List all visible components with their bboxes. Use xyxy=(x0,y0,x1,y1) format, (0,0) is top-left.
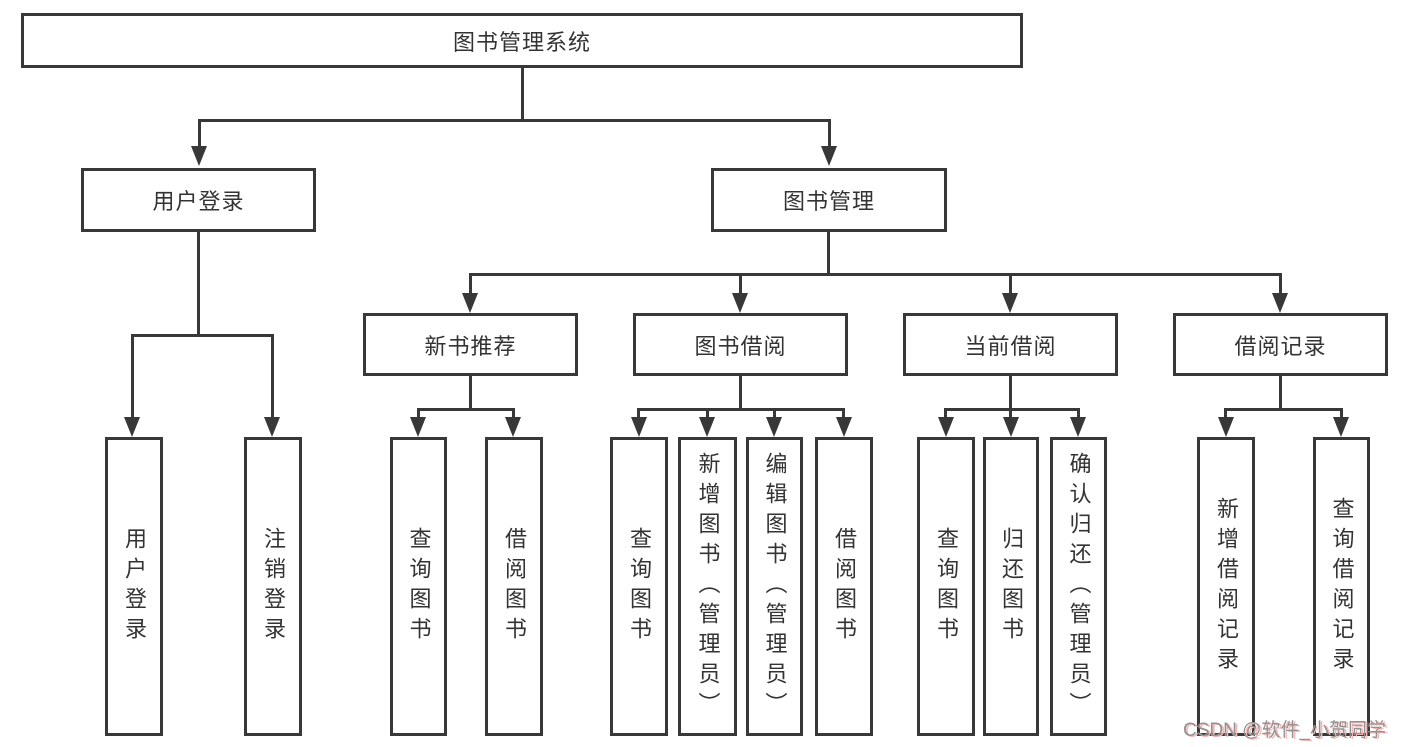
node-label-bb-borrow-books: 借阅图书 xyxy=(832,526,857,647)
connector-line xyxy=(417,408,514,411)
arrowhead-icon xyxy=(1333,417,1349,437)
arrowhead-icon xyxy=(821,146,837,166)
node-label-borrow-record: 借阅记录 xyxy=(1234,333,1327,359)
node-label-current-borrow: 当前借阅 xyxy=(964,333,1057,359)
node-label-book-borrow: 图书借阅 xyxy=(694,333,787,359)
node-box-borrow-record: 借阅记录 xyxy=(1173,313,1388,376)
connector-line xyxy=(773,408,776,419)
connector-line xyxy=(198,119,201,148)
connector-line xyxy=(417,408,420,419)
node-box-bb-add-books-admin: 新增图书（管理员） xyxy=(678,437,737,736)
arrowhead-icon xyxy=(938,417,954,437)
arrowhead-icon xyxy=(410,417,426,437)
connector-line xyxy=(197,232,200,334)
node-box-bb-query-books: 查询图书 xyxy=(610,437,668,736)
connector-line xyxy=(131,334,274,337)
connector-line xyxy=(521,68,524,119)
node-label-rec-query-books: 查询图书 xyxy=(406,526,432,647)
node-label-cb-confirm-return-admin: 确认归还（管理员） xyxy=(1066,451,1092,722)
node-box-rec-borrow-books: 借阅图书 xyxy=(485,437,543,736)
node-box-br-add-record: 新增借阅记录 xyxy=(1197,437,1255,736)
arrowhead-icon xyxy=(191,146,207,166)
connector-line xyxy=(1279,273,1282,295)
connector-line xyxy=(1077,408,1080,419)
connector-line xyxy=(827,232,830,273)
csdn-watermark: CSDN @软件_小贺同学 xyxy=(1183,720,1386,741)
connector-line xyxy=(1009,273,1012,295)
arrowhead-icon xyxy=(1070,417,1086,437)
node-box-book-management: 图书管理 xyxy=(711,168,947,232)
connector-line xyxy=(842,408,845,419)
arrowhead-icon xyxy=(732,293,748,313)
arrowhead-icon xyxy=(836,417,852,437)
connector-line xyxy=(1009,376,1012,408)
connector-line xyxy=(1009,408,1012,419)
node-label-new-book-recommend: 新书推荐 xyxy=(424,333,517,359)
node-box-library-system: 图书管理系统 xyxy=(21,13,1023,68)
connector-line xyxy=(131,334,134,418)
node-label-bb-add-books-admin: 新增图书（管理员） xyxy=(695,451,721,722)
node-label-user-login: 用户登录 xyxy=(152,189,245,214)
connector-line xyxy=(469,273,472,295)
node-label-br-add-record: 新增借阅记录 xyxy=(1214,496,1239,677)
connector-line xyxy=(637,408,844,411)
node-box-new-book-recommend: 新书推荐 xyxy=(363,313,578,376)
connector-line xyxy=(1224,408,1342,411)
connector-line xyxy=(637,408,640,419)
node-box-bb-borrow-books: 借阅图书 xyxy=(815,437,873,736)
node-box-cb-confirm-return-admin: 确认归还（管理员） xyxy=(1050,437,1107,736)
node-box-bb-edit-books-admin: 编辑图书（管理员） xyxy=(746,437,803,736)
arrowhead-icon xyxy=(1002,293,1018,313)
arrowhead-icon xyxy=(631,417,647,437)
connector-line xyxy=(1279,376,1282,408)
connector-line xyxy=(469,273,1282,276)
node-label-cb-return-books: 归还图书 xyxy=(999,526,1024,647)
node-box-logout: 注销登录 xyxy=(244,437,302,736)
node-label-br-query-record: 查询借阅记录 xyxy=(1329,496,1355,677)
connector-line xyxy=(1224,408,1227,419)
node-box-user-login: 用户登录 xyxy=(81,168,316,232)
arrowhead-icon xyxy=(462,293,478,313)
node-label-bb-query-books: 查询图书 xyxy=(627,526,652,647)
node-box-user-login-leaf: 用户登录 xyxy=(105,437,163,736)
connector-line xyxy=(739,273,742,295)
arrowhead-icon xyxy=(264,417,280,437)
arrowhead-icon xyxy=(699,417,715,437)
connector-line xyxy=(944,408,947,419)
node-label-library-system: 图书管理系统 xyxy=(452,29,591,55)
connector-line xyxy=(512,408,515,419)
node-label-bb-edit-books-admin: 编辑图书（管理员） xyxy=(762,451,788,722)
arrowhead-icon xyxy=(1272,293,1288,313)
connector-line xyxy=(271,334,274,418)
node-box-br-query-record: 查询借阅记录 xyxy=(1313,437,1370,736)
node-label-book-management: 图书管理 xyxy=(782,189,875,214)
node-label-cb-query-books: 查询图书 xyxy=(934,526,959,647)
node-label-rec-borrow-books: 借阅图书 xyxy=(502,526,527,647)
arrowhead-icon xyxy=(505,417,521,437)
node-box-book-borrow: 图书借阅 xyxy=(633,313,848,376)
connector-line xyxy=(828,119,831,148)
arrowhead-icon xyxy=(766,417,782,437)
arrowhead-icon xyxy=(1218,417,1234,437)
connector-line xyxy=(1340,408,1343,419)
node-box-rec-query-books: 查询图书 xyxy=(390,437,447,736)
connector-line xyxy=(706,408,709,419)
arrowhead-icon xyxy=(1003,417,1019,437)
connector-line xyxy=(198,119,831,122)
node-box-cb-query-books: 查询图书 xyxy=(917,437,975,736)
connector-line xyxy=(469,376,472,408)
arrowhead-icon xyxy=(124,417,140,437)
node-label-user-login-leaf: 用户登录 xyxy=(122,526,147,647)
node-box-current-borrow: 当前借阅 xyxy=(903,313,1118,376)
connector-line xyxy=(739,376,742,408)
node-label-logout: 注销登录 xyxy=(261,526,286,647)
node-box-cb-return-books: 归还图书 xyxy=(983,437,1039,736)
